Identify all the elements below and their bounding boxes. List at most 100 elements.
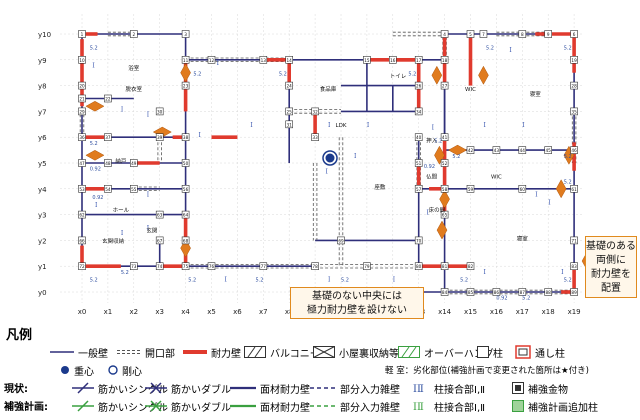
column [414,159,423,167]
joint-mark: Ⅰ [522,122,525,129]
legend-added-column: 補強計画追加柱 [512,398,598,414]
wall-value: 5.2 [90,278,98,284]
column [259,55,268,64]
column [155,210,164,219]
wall-value: 5.2 [460,278,468,284]
column [492,288,501,296]
column [414,133,423,141]
axis-label-x: x6 [233,308,242,316]
column [130,30,138,38]
column-number: 19 [571,58,577,63]
axis-label-x: x15 [464,308,477,316]
column [440,55,449,64]
column-number: 16 [390,58,396,63]
joint-mark: Ⅰ [217,60,220,67]
joint-mark: Ⅰ [483,122,486,129]
axis-label-x: x7 [259,308,268,316]
joint-mark: Ⅰ [147,112,150,119]
axis-label-x: x4 [181,308,190,316]
damper-icon [436,220,448,240]
column-number: 58 [442,187,448,192]
column [544,288,553,296]
legend-column: 柱 [477,344,503,360]
column-number: 26 [416,84,422,89]
column-number: 31 [287,122,293,127]
column [518,288,527,296]
wall-value: 5.2 [256,278,264,284]
damper-icon [478,65,489,85]
floor-plan: x0x1x2x3x4x5x6x7x8x9x10x11x12x13x14x15x1… [38,14,593,316]
legend-row-3: 現状: 筋かいシングル 筋かいダブル 面材耐力壁 部分入力雑壁 ⅠⅡ 柱接合部Ⅰ… [0,380,640,396]
column [570,55,578,64]
wall-value: 5.2 [408,71,416,77]
column-number: 47 [79,161,85,166]
column-number: 61 [571,187,577,192]
column-number: 43 [494,148,500,153]
column [479,30,488,38]
column-number: 29 [79,109,85,114]
room-labels: 浴室脱衣室食品庫トイレWIC寝室LDK納戸WIC座敷仏間ホール玄関玄関収納床の間… [102,64,541,245]
center-callout: 基礎のない中央には 極力耐力壁を設けない [290,287,424,319]
column-number: 37 [105,135,111,140]
column [466,185,475,193]
column-number: 73 [131,264,137,269]
svg-text:ⅠⅡ: ⅠⅡ [413,402,424,412]
joint-mark: Ⅰ [328,277,331,284]
column [104,159,112,167]
column [440,159,449,167]
room-label: WIC [465,87,476,93]
column [78,262,86,271]
damper-icon [85,100,105,112]
column-number: 48 [105,161,111,166]
room-label: 納戸 [115,157,127,165]
wall-value: 5.2 [452,154,460,160]
column [104,94,112,103]
axis-label-y: y6 [38,134,47,142]
column [181,236,190,245]
room-label: 仏間 [426,173,438,180]
column [78,107,86,116]
dampers [85,63,593,271]
legend-opening: 開口部 [117,348,175,360]
column [207,262,216,271]
wall-value: 5.2 [564,278,572,284]
column-number: 70 [416,238,422,243]
column [414,81,423,90]
room-label: LDK [336,123,347,129]
legend-balcony: バルコニー [244,344,320,360]
room-label: 寝室 [517,234,529,242]
axis-label-y: y9 [38,57,47,65]
column [155,262,164,271]
column [181,30,190,38]
wall-value: 5.2 [279,71,287,77]
column [155,107,164,116]
column-number: 9 [547,32,550,37]
legend-general-wall: 一般壁 [50,348,108,360]
column [181,262,190,271]
axis-label-y: y4 [38,186,47,194]
column [440,262,449,271]
column-number: 78 [312,264,318,269]
joint-mark: Ⅰ [483,269,486,276]
column-number: 28 [571,84,577,89]
column [155,236,164,245]
column [544,30,553,38]
column-number: 72 [79,264,85,269]
damper-icon [431,65,443,85]
column-number: 32 [312,109,318,114]
column [181,55,190,64]
legend-plan-head: 補強計画: [4,402,48,413]
column-number: 12 [209,58,215,63]
axis-label-x: x18 [542,308,555,316]
column-number: 87 [520,290,526,295]
column [466,288,475,296]
grid-lines [60,14,583,303]
column [570,81,578,90]
joint-mark: Ⅰ [92,63,95,70]
joint-mark: Ⅰ [561,269,564,276]
column-number: 14 [287,58,293,63]
column-number: 30 [157,109,163,114]
column-number: 22 [105,97,111,102]
column-number: 89 [571,290,577,295]
